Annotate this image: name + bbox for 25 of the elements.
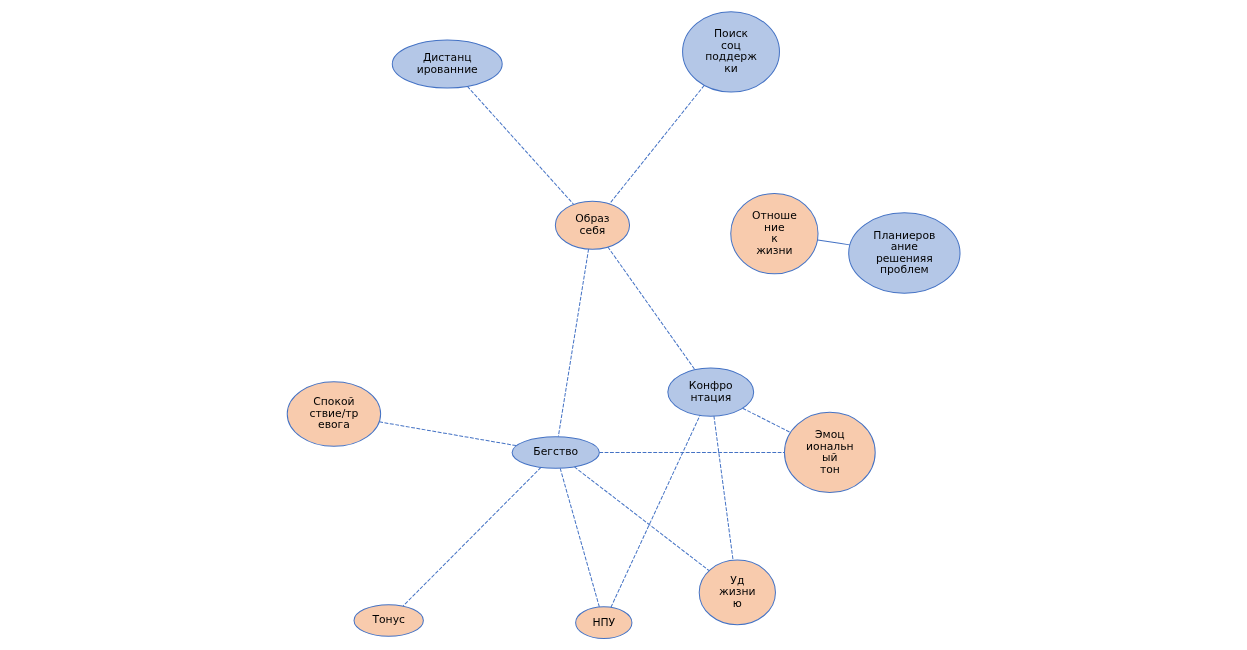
node-circle: Отноше ние к жизни: [730, 192, 819, 275]
node-ellipse: Тонус: [353, 604, 424, 637]
connector: [742, 407, 791, 433]
node-ellipse: Эмоц иональн ый тон: [784, 411, 876, 494]
connector: [713, 415, 734, 561]
connector: [466, 85, 575, 205]
connector: [402, 466, 542, 607]
connector: [378, 421, 517, 447]
connector: [559, 467, 600, 608]
connector: [574, 466, 710, 571]
node-ellipse: НПУ: [575, 606, 633, 639]
connector: [609, 84, 705, 205]
node-ellipse: Образ себя: [554, 200, 631, 250]
connector: [610, 415, 701, 608]
node-ellipse: Поиск соц поддерж ки: [682, 11, 780, 93]
node-ellipse: Дистанц ированние: [391, 39, 503, 89]
node-ellipse: Спокой ствие/тр евога: [286, 381, 382, 447]
connector: [598, 451, 785, 453]
connector: [557, 248, 590, 437]
connector: [817, 239, 851, 246]
node-ellipse: Конфро нтация: [667, 367, 755, 417]
node-ellipse: Бегство: [511, 436, 600, 469]
connector: [607, 246, 696, 371]
node-ellipse: Уд жизни ю: [698, 559, 776, 626]
node-ellipse: Планиеров ание решенияя проблем: [848, 212, 961, 294]
